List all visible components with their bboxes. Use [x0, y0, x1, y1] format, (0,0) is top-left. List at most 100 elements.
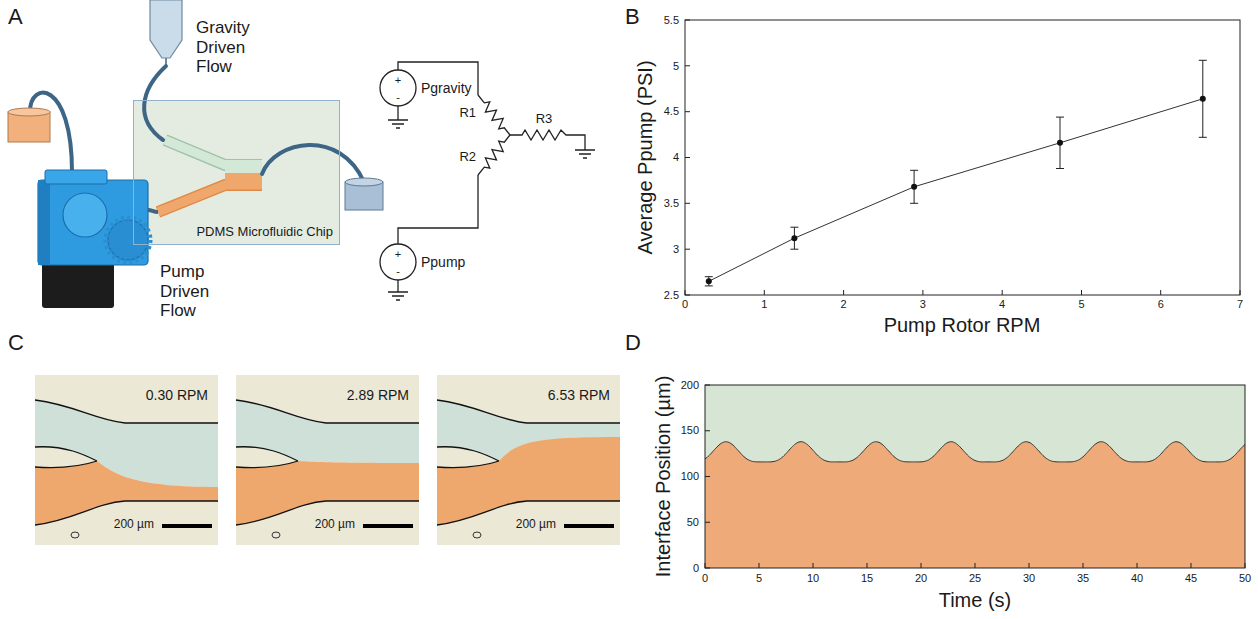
tick-label: 3: [673, 243, 679, 256]
tick-label: 0: [693, 562, 699, 575]
panel-letter: C: [8, 330, 24, 355]
resistor-label: R3: [536, 112, 553, 127]
merged-channel-top: [225, 160, 262, 173]
micrograph-ground: [236, 375, 419, 545]
ground-symbol: [388, 120, 408, 128]
pump-rotor: [63, 193, 107, 237]
scale-label: 200 µm: [114, 518, 154, 532]
scale-bar: [564, 524, 614, 528]
tick-label: 4.5: [664, 105, 679, 118]
tick-label: 5: [673, 60, 679, 73]
axis-title: Time (s): [939, 589, 1012, 612]
micrograph-ground: [437, 375, 620, 545]
interface-line: [705, 442, 1245, 462]
tick-label: 20: [915, 572, 927, 585]
resistor-symbol: [478, 95, 510, 135]
wire: [397, 106, 398, 120]
plot-axes: [685, 20, 1240, 295]
ground-symbol: [388, 292, 408, 300]
pump-fluid: [437, 437, 620, 525]
resistor-symbol: [478, 135, 510, 175]
panel-letter: B: [625, 4, 640, 29]
tick-label: 35: [1077, 572, 1089, 585]
micrograph: [236, 375, 419, 545]
pump-fluid: [236, 461, 419, 525]
scale-label: 200 µm: [516, 518, 556, 532]
micrograph-frame: 2.89 RPM200 µm: [236, 375, 419, 545]
particle: [272, 532, 280, 538]
tube: [262, 145, 364, 182]
tick-label: 5: [1078, 298, 1084, 311]
pump-channel-wall: [158, 185, 262, 212]
chip-body: [133, 100, 340, 245]
tick-label: 5: [756, 572, 762, 585]
polarity-sign: -: [396, 91, 400, 104]
tick-label: 3.5: [664, 197, 679, 210]
syringe: [150, 0, 182, 58]
data-point: [706, 278, 712, 284]
flow-label: Gravity Driven Flow: [196, 18, 276, 77]
polarity-sign: +: [395, 74, 401, 87]
data-line: [709, 99, 1203, 281]
resistor-label: R2: [459, 150, 476, 165]
pump-body: [38, 180, 148, 265]
tick-label: 15: [861, 572, 873, 585]
resistor-label: R1: [459, 106, 476, 121]
data-point: [1057, 140, 1063, 146]
channel-wall: [437, 400, 620, 525]
pump-motor: [42, 262, 114, 308]
reservoir-top: [8, 108, 50, 116]
pressure-source-symbol: [380, 244, 416, 280]
wire: [397, 280, 398, 292]
pump-fluid-region: [705, 442, 1245, 568]
tube: [148, 210, 158, 212]
chip-outline: PDMS Microfluidic Chip: [133, 100, 340, 245]
rpm-label: 0.30 RPM: [146, 387, 208, 403]
micrograph: [35, 375, 218, 545]
polarity-sign: +: [395, 248, 401, 261]
panel-letter: D: [625, 330, 641, 355]
tube: [144, 66, 166, 140]
axis-title: Interface Position (µm): [653, 375, 676, 577]
micrograph-frame: 0.30 RPM 200 µm: [35, 375, 218, 545]
tick-label: 2: [841, 298, 847, 311]
tick-label: 6: [1158, 298, 1164, 311]
axis-title: Pump Rotor RPM: [884, 314, 1041, 337]
tick-label: 10: [807, 572, 819, 585]
rpm-label: 2.89 RPM: [347, 387, 409, 403]
axis-title: Average Ppump (PSI): [633, 60, 656, 254]
tick-label: 100: [681, 470, 699, 483]
pressure-source-symbol: [380, 70, 416, 106]
polarity-sign: -: [396, 265, 400, 278]
tick-label: 150: [681, 424, 699, 437]
axis-ticks: [685, 20, 1240, 295]
panel-letter: A: [8, 4, 23, 29]
gravity-fluid: [236, 400, 419, 463]
plot-axes: [705, 385, 1245, 568]
error-bar: [705, 60, 1207, 286]
data-point: [791, 235, 797, 241]
axis-ticks: [705, 385, 1245, 568]
tick-label: 0: [702, 572, 708, 585]
data-point: [1200, 96, 1206, 102]
data-points: [706, 96, 1206, 284]
data-point: [911, 184, 917, 190]
scale-bar: [363, 524, 413, 528]
tick-label: 200: [681, 379, 699, 392]
tick-label: 30: [1023, 572, 1035, 585]
source-label: Ppump: [421, 254, 465, 270]
rpm-label: 6.53 RPM: [548, 387, 610, 403]
tick-label: 7: [1237, 298, 1243, 311]
merged-channel-bottom: [225, 173, 262, 189]
scale-bar: [162, 524, 212, 528]
tick-label: 50: [687, 516, 699, 529]
tick-label: 4: [999, 298, 1005, 311]
tick-label: 40: [1131, 572, 1143, 585]
tick-label: 45: [1185, 572, 1197, 585]
channel-wall: [236, 400, 419, 525]
tick-label: 25: [969, 572, 981, 585]
resistor-symbol: [510, 130, 585, 150]
tick-label: 0: [682, 298, 688, 311]
tick-label: 3: [920, 298, 926, 311]
source-label: Pgravity: [421, 80, 472, 96]
